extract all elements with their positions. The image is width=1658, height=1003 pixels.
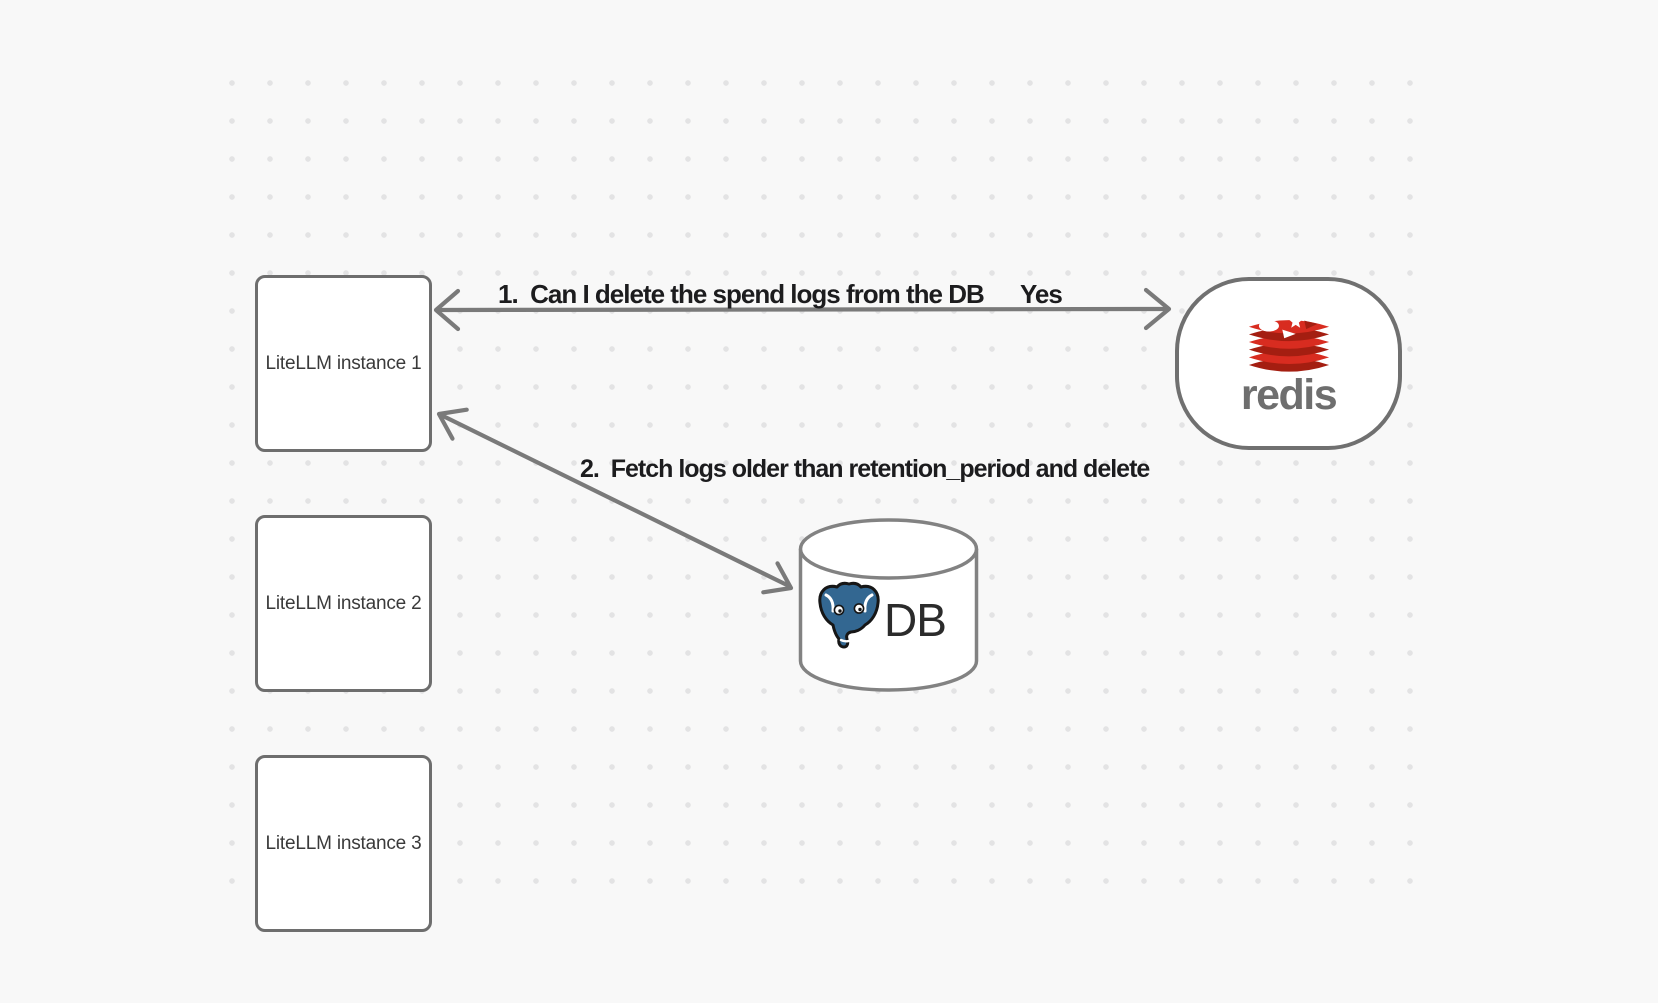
postgresql-elephant-icon bbox=[818, 581, 880, 649]
edge2-double-arrow bbox=[436, 407, 794, 595]
node-label: LiteLLM instance 1 bbox=[265, 352, 422, 374]
edge1-response-label: Yes bbox=[1020, 279, 1063, 309]
node-litellm-instance-1: LiteLLM instance 1 bbox=[255, 275, 432, 452]
redis-wordmark: redis bbox=[1240, 370, 1338, 419]
edge2-arrowhead-top bbox=[436, 407, 469, 441]
edge1-label: 1. Can I delete the spend logs from the … bbox=[498, 279, 985, 309]
db-node-label: DB bbox=[884, 594, 947, 646]
node-label: LiteLLM instance 2 bbox=[265, 592, 422, 614]
edge2-label: 2. Fetch logs older than retention_perio… bbox=[580, 455, 1150, 483]
node-litellm-instance-3: LiteLLM instance 3 bbox=[255, 755, 432, 932]
node-litellm-instance-2: LiteLLM instance 2 bbox=[255, 515, 432, 692]
redis-logo-icon bbox=[1248, 313, 1329, 372]
edge2-arrowhead-bottom bbox=[761, 561, 794, 595]
edge1-arrowhead-right bbox=[1143, 287, 1172, 331]
node-label: LiteLLM instance 3 bbox=[265, 832, 422, 854]
node-redis: redis bbox=[1175, 277, 1402, 450]
edge1-double-arrow bbox=[433, 287, 1172, 332]
edge1-arrowhead-left bbox=[433, 288, 461, 332]
